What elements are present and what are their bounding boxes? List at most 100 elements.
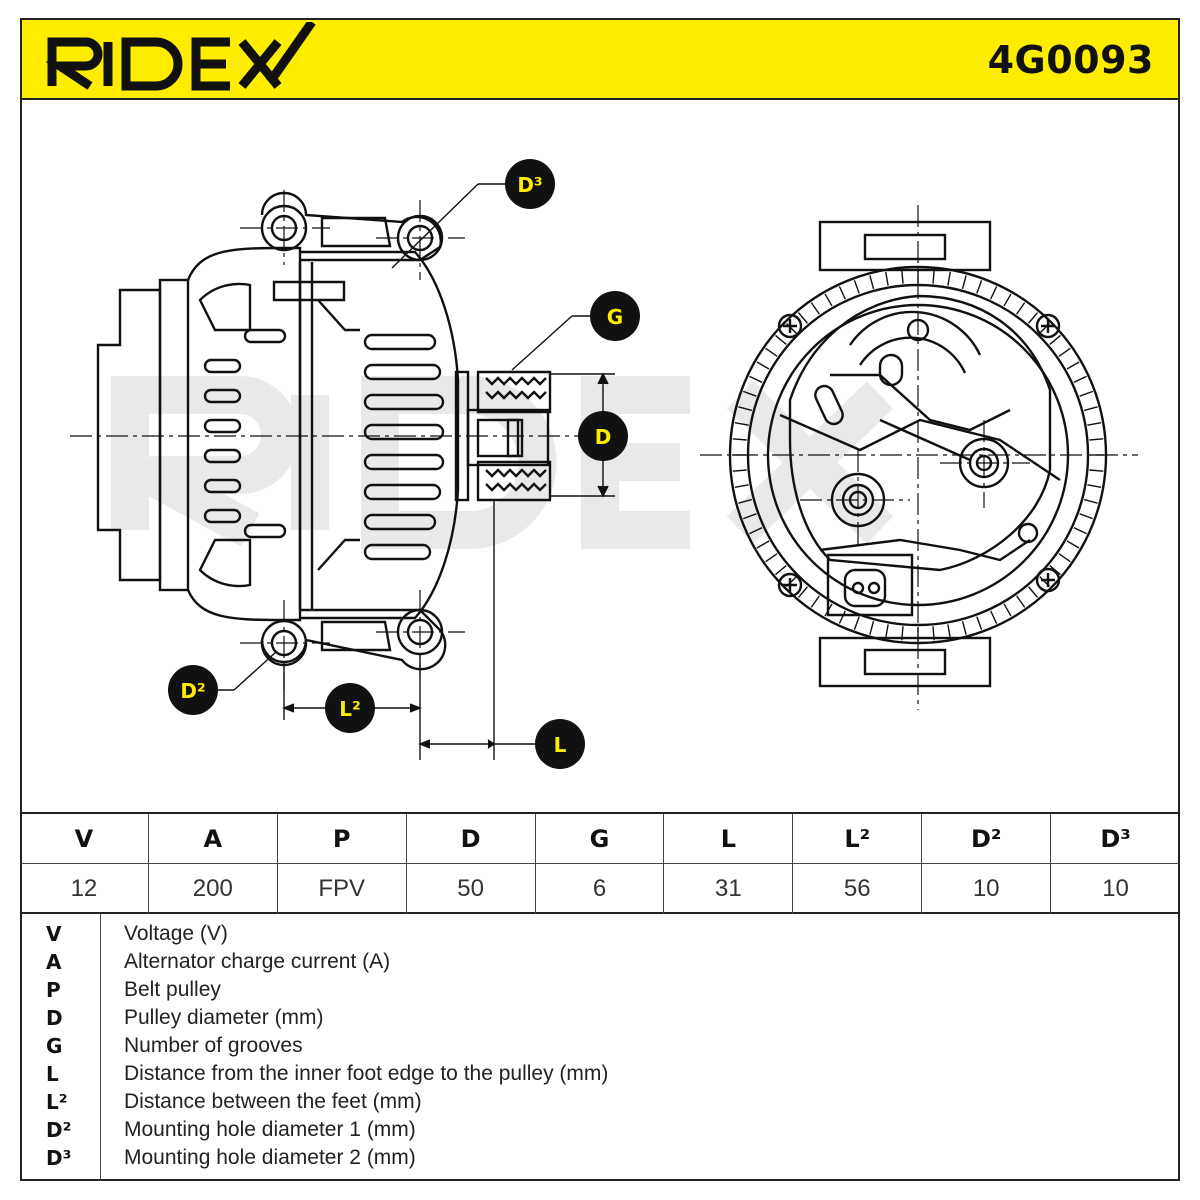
rim-tick	[824, 293, 833, 307]
legend-key: V	[46, 922, 62, 946]
spec-value-a: 200	[149, 864, 278, 914]
rim-tick	[838, 286, 846, 300]
rim-tick	[1079, 390, 1094, 397]
callout-d3: D³	[505, 159, 555, 209]
belt-pulley-side	[454, 370, 552, 502]
rim-tick	[732, 438, 747, 441]
rim-tick	[738, 406, 753, 412]
alternator-side-view	[96, 191, 552, 671]
rim-tick	[1003, 293, 1012, 307]
spec-value-d: 50	[407, 864, 536, 914]
rim-tick	[1016, 595, 1026, 608]
callout-d2: D²	[168, 665, 218, 715]
spec-value-l: 31	[664, 864, 794, 914]
rim-tick	[990, 286, 998, 300]
cooling-fins-left	[198, 282, 287, 588]
legend-row: L² Distance between the feet (mm)	[20, 1090, 1180, 1118]
legend-row: A Alternator charge current (A)	[20, 950, 1180, 978]
part-number: 4G0093	[987, 38, 1154, 82]
rim-tick	[738, 498, 753, 504]
rim-tick	[1087, 422, 1102, 426]
rim-tick	[1089, 469, 1104, 472]
rim-tick	[810, 595, 820, 608]
rim-tick	[947, 624, 951, 639]
legend-row: G Number of grooves	[20, 1034, 1180, 1062]
rim-tick	[775, 334, 787, 345]
rim-tick	[932, 626, 935, 641]
legend-key: D	[46, 1006, 63, 1030]
rim-tick	[1066, 361, 1080, 370]
rim-tick	[765, 347, 778, 357]
legend-row: D Pulley diameter (mm)	[20, 1006, 1180, 1034]
rim-tick	[901, 626, 904, 641]
spec-value-p: FPV	[278, 864, 407, 914]
rim-tick	[1058, 553, 1071, 563]
spec-header-d3: D³	[1051, 814, 1180, 864]
legend-row: D³ Mounting hole diameter 2 (mm)	[20, 1146, 1180, 1174]
centerlines-right	[700, 205, 1138, 710]
technical-drawing: D³ G D D² L² L	[70, 159, 1138, 769]
rim-tick	[947, 271, 951, 286]
rim-tick	[1083, 498, 1098, 504]
rear-rim-ticks	[732, 269, 1104, 641]
callout-l2: L²	[325, 683, 375, 733]
legend-key: D²	[46, 1118, 72, 1142]
legend-row: D² Mounting hole diameter 1 (mm)	[20, 1118, 1180, 1146]
spec-header-l: L	[664, 814, 794, 864]
callout-d: D	[578, 411, 628, 461]
rim-tick	[749, 527, 763, 535]
rim-tick	[853, 616, 860, 631]
rim-tick	[1079, 513, 1094, 520]
legend-key: D³	[46, 1146, 72, 1170]
spec-value-l2: 56	[793, 864, 923, 914]
rim-tick	[901, 269, 904, 284]
spec-header-v: V	[20, 814, 149, 864]
legend-key: A	[46, 950, 62, 974]
centerlines-left	[70, 190, 580, 690]
rim-tick	[732, 469, 747, 472]
spec-header-p: P	[277, 814, 407, 864]
legend-desc: Voltage (V)	[124, 922, 228, 945]
rim-tick	[756, 361, 770, 370]
legend-desc: Number of grooves	[124, 1034, 303, 1057]
spec-value-v: 12	[20, 864, 149, 914]
legend-desc: Alternator charge current (A)	[124, 950, 391, 973]
callout-d-label: D	[595, 425, 612, 449]
rim-tick	[1039, 576, 1051, 588]
rim-tick	[1073, 375, 1087, 383]
rim-tick	[961, 620, 967, 635]
rim-tick	[838, 610, 846, 624]
legend-row: P Belt pulley	[20, 978, 1180, 1006]
legend-desc: Mounting hole diameter 2 (mm)	[124, 1146, 416, 1169]
legend-desc: Pulley diameter (mm)	[124, 1006, 324, 1029]
spec-value-g: 6	[536, 864, 665, 914]
callout-g: G	[590, 291, 640, 341]
rim-tick	[1087, 484, 1102, 488]
rim-tick	[1049, 334, 1061, 345]
legend-desc: Distance between the feet (mm)	[124, 1090, 422, 1113]
spec-header-a: A	[148, 814, 278, 864]
rim-tick	[824, 603, 833, 617]
rim-tick	[932, 269, 935, 284]
rim-tick	[775, 565, 787, 576]
legend-key: G	[46, 1034, 63, 1058]
legend-divider	[100, 914, 101, 1181]
cooling-fins-right	[317, 299, 445, 571]
rim-tick	[869, 620, 875, 635]
rim-tick	[1083, 406, 1098, 412]
rim-tick	[885, 624, 889, 639]
rim-tick	[1039, 322, 1051, 334]
callout-g-label: G	[607, 305, 623, 329]
rim-tick	[742, 513, 757, 520]
callout-d3-label: D³	[517, 173, 542, 197]
spec-value-d3: 10	[1102, 875, 1129, 902]
callout-l: L	[535, 719, 585, 769]
rim-tick	[785, 322, 797, 334]
rim-tick	[1049, 565, 1061, 576]
rim-tick	[1016, 302, 1026, 315]
rim-tick	[990, 610, 998, 624]
spec-value-d2: 10	[922, 864, 1052, 914]
rim-tick	[869, 275, 875, 290]
legend-desc: Belt pulley	[124, 978, 221, 1001]
specification-table: V A P D G L L² D² D³ 12 200 FPV 50 6 31 …	[20, 812, 1180, 914]
